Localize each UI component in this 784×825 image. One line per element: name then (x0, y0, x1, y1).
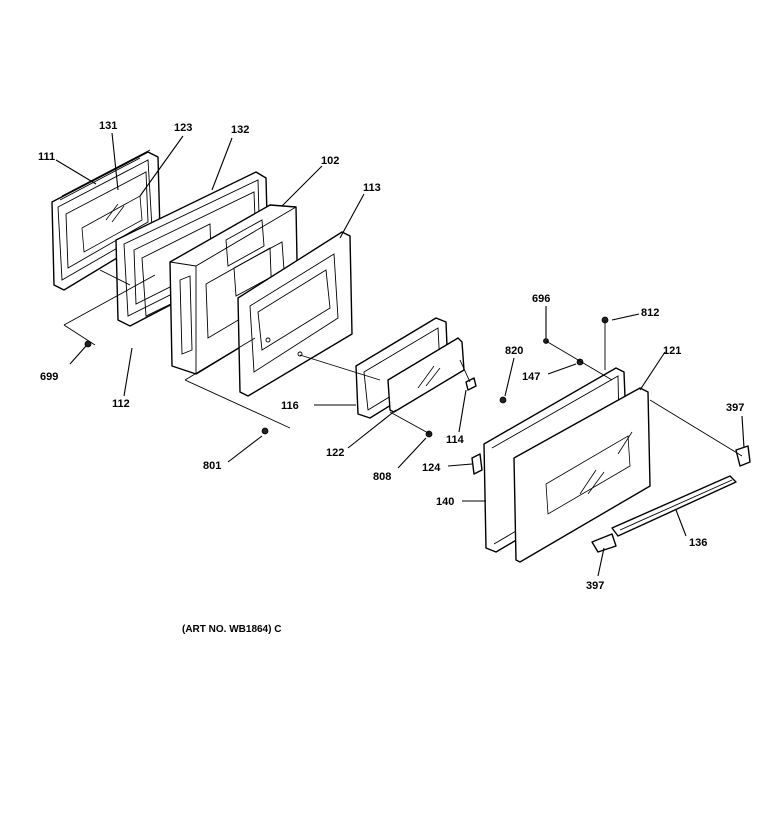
label-808: 808 (373, 471, 391, 483)
label-112: 112 (112, 398, 130, 410)
part-397-handle-end-cap-upper (735, 445, 751, 467)
art-number-caption: (ART NO. WB1864) C (182, 624, 281, 635)
label-131: 131 (99, 120, 117, 132)
part-114-clip (465, 377, 477, 391)
screw-820-icon (499, 396, 507, 404)
part-111-inner-door-panel (51, 149, 161, 291)
part-labels: 111 131 123 132 102 113 699 112 116 801 … (38, 120, 744, 592)
label-114: 114 (446, 434, 465, 446)
label-113: 113 (363, 182, 381, 194)
part-113-door-panel (237, 231, 353, 397)
part-122-window-glass (387, 337, 465, 413)
label-699: 699 (40, 371, 58, 383)
label-812: 812 (641, 307, 659, 319)
label-124: 124 (422, 462, 441, 474)
label-801: 801 (203, 460, 221, 472)
label-820: 820 (505, 345, 523, 357)
label-123: 123 (174, 122, 192, 134)
label-147: 147 (522, 371, 540, 383)
label-132: 132 (231, 124, 249, 136)
label-102: 102 (321, 155, 339, 167)
label-121: 121 (663, 345, 681, 357)
label-696: 696 (532, 293, 550, 305)
part-102-insulation-box (169, 204, 299, 375)
screw-801-icon (261, 427, 269, 435)
label-122: 122 (326, 447, 344, 459)
label-397-upper: 397 (726, 402, 744, 414)
label-140: 140 (436, 496, 454, 508)
label-397-lower: 397 (586, 580, 604, 592)
label-136: 136 (689, 537, 707, 549)
label-111: 111 (38, 151, 55, 163)
part-124-bracket (471, 453, 483, 475)
part-136-door-handle (611, 475, 737, 537)
part-397-handle-end-cap-lower (591, 533, 617, 553)
label-116: 116 (281, 400, 299, 412)
leader-lines (55, 132, 745, 577)
part-121-outer-glass (513, 387, 651, 563)
assembly-lines (63, 269, 743, 457)
